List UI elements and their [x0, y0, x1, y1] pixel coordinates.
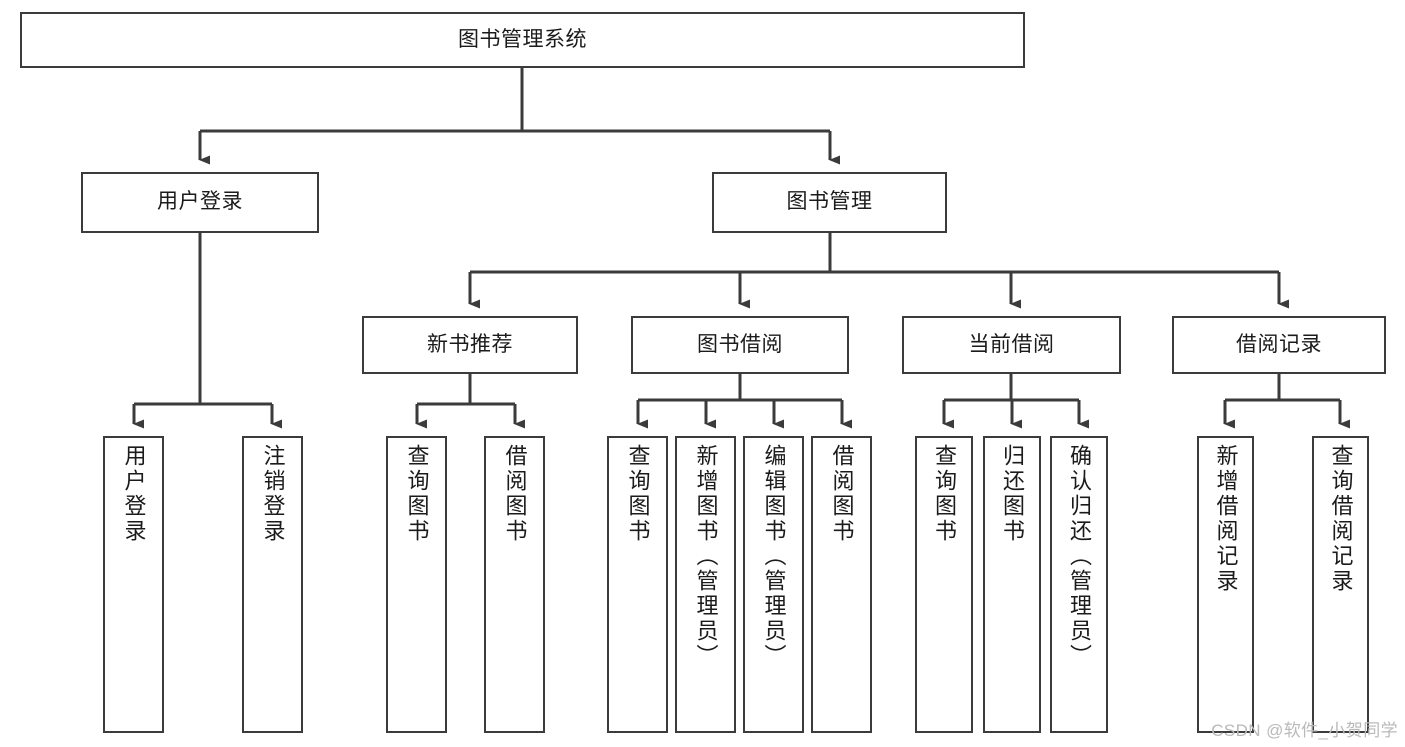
watermark-text: CSDN @软件_小贺同学	[1211, 721, 1398, 740]
leaf-borrow-book-recommend-label: 借阅图书	[502, 444, 528, 544]
node-borrow-records[interactable]: 借阅记录	[1172, 316, 1386, 374]
node-borrow-records-label: 借阅记录	[1236, 332, 1322, 356]
node-user-login-label: 用户登录	[157, 190, 243, 214]
node-book-management[interactable]: 图书管理	[712, 172, 947, 233]
node-root-label: 图书管理系统	[458, 27, 587, 51]
leaf-borrow-book-recommend[interactable]: 借阅图书	[484, 436, 545, 733]
leaf-user-login-label: 用户登录	[121, 444, 147, 544]
leaf-query-book-borrow-label: 查询图书	[625, 444, 651, 544]
node-book-borrow[interactable]: 图书借阅	[631, 316, 849, 374]
leaf-add-borrow-record-label: 新增借阅记录	[1213, 444, 1239, 594]
leaf-edit-book-admin-label: 编辑图书（管理员）	[761, 444, 787, 669]
leaf-add-book-admin-label: 新增图书（管理员）	[693, 444, 719, 669]
leaf-query-book-recommend-label: 查询图书	[404, 444, 430, 544]
leaf-add-book-admin[interactable]: 新增图书（管理员）	[675, 436, 736, 733]
node-user-login[interactable]: 用户登录	[81, 172, 319, 233]
leaf-query-borrow-record-label: 查询借阅记录	[1328, 444, 1354, 594]
leaf-query-book-current-label: 查询图书	[932, 444, 957, 544]
leaf-return-book-label: 归还图书	[1000, 444, 1025, 544]
leaf-edit-book-admin[interactable]: 编辑图书（管理员）	[743, 436, 804, 733]
leaf-confirm-return-admin-label: 确认归还（管理员）	[1067, 444, 1092, 669]
node-new-book-recommend[interactable]: 新书推荐	[362, 316, 578, 374]
node-new-book-recommend-label: 新书推荐	[427, 332, 513, 356]
leaf-query-borrow-record[interactable]: 查询借阅记录	[1312, 436, 1369, 733]
leaf-confirm-return-admin[interactable]: 确认归还（管理员）	[1050, 436, 1108, 733]
node-book-borrow-label: 图书借阅	[697, 332, 783, 356]
node-root[interactable]: 图书管理系统	[20, 12, 1025, 68]
leaf-logout[interactable]: 注销登录	[242, 436, 303, 733]
leaf-logout-label: 注销登录	[260, 444, 286, 544]
leaf-borrow-book-label: 借阅图书	[829, 444, 855, 544]
leaf-user-login[interactable]: 用户登录	[103, 436, 164, 733]
leaf-add-borrow-record[interactable]: 新增借阅记录	[1197, 436, 1254, 733]
leaf-query-book-current[interactable]: 查询图书	[915, 436, 973, 733]
leaf-return-book[interactable]: 归还图书	[983, 436, 1041, 733]
node-book-management-label: 图书管理	[786, 190, 873, 214]
leaf-query-book-borrow[interactable]: 查询图书	[607, 436, 668, 733]
leaf-borrow-book[interactable]: 借阅图书	[811, 436, 872, 733]
node-current-borrow-label: 当前借阅	[968, 332, 1055, 356]
leaf-query-book-recommend[interactable]: 查询图书	[386, 436, 447, 733]
node-current-borrow[interactable]: 当前借阅	[902, 316, 1121, 374]
